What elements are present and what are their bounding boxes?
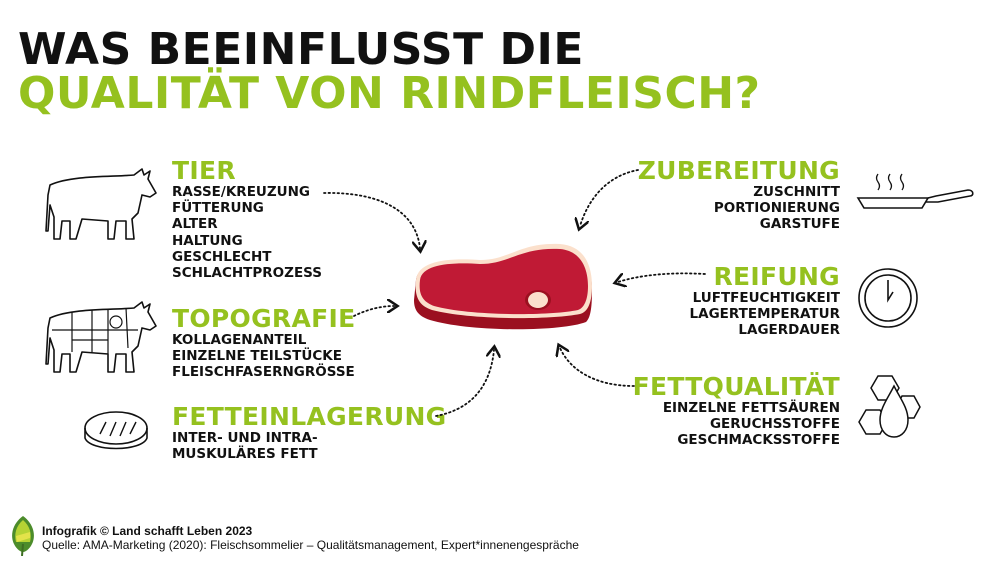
factor-item: LAGERTEMPERATUR bbox=[689, 306, 840, 323]
factor-item: KOLLAGENANTEIL bbox=[172, 332, 307, 348]
factor-item: LAGERDAUER bbox=[738, 322, 840, 339]
factor-item: PORTIONIERUNG bbox=[713, 200, 840, 217]
factor-fetteinlagerung: FETTEINLAGERUNG INTER- UND INTRA- MUSKUL… bbox=[172, 402, 447, 463]
factor-heading: REIFUNG bbox=[713, 262, 840, 291]
cow-outline-icon bbox=[45, 168, 157, 240]
leaf-logo-icon bbox=[12, 516, 34, 556]
factor-item: GARSTUFE bbox=[759, 216, 840, 233]
factor-heading: FETTQUALITÄT bbox=[632, 372, 840, 401]
footer-credit: Infografik © Land schafft Leben 2023 bbox=[42, 524, 253, 538]
factor-item: GESCHMACKSSTOFFE bbox=[677, 432, 840, 449]
factor-item: HALTUNG bbox=[172, 232, 243, 249]
factor-item: SCHLACHTPROZESS bbox=[172, 265, 323, 282]
factor-heading: TIER bbox=[172, 156, 236, 185]
factor-heading: FETTEINLAGERUNG bbox=[172, 402, 447, 431]
frying-pan-icon bbox=[856, 173, 974, 209]
footer: Infografik © Land schafft Leben 2023 Que… bbox=[42, 524, 579, 552]
footer-source: Quelle: AMA-Marketing (2020): Fleischsom… bbox=[42, 538, 579, 552]
title-line-2: QUALITÄT VON RINDFLEISCH? bbox=[18, 68, 761, 119]
factor-item: ZUSCHNITT bbox=[753, 184, 840, 200]
steak-outline-icon bbox=[84, 411, 148, 450]
factor-fettqualitaet: FETTQUALITÄT EINZELNE FETTSÄUREN GERUCHS… bbox=[633, 374, 840, 449]
cow-cuts-diagram-icon bbox=[45, 301, 157, 373]
factor-item: GERUCHSSTOFFE bbox=[709, 416, 840, 433]
factor-item: LUFTFEUCHTIGKEIT bbox=[692, 290, 840, 306]
steak-icon bbox=[414, 243, 592, 330]
factor-reifung: REIFUNG LUFTFEUCHTIGKEIT LAGERTEMPERATUR… bbox=[690, 264, 840, 339]
factor-item: RASSE/KREUZUNG bbox=[172, 184, 311, 200]
factor-item: FÜTTERUNG bbox=[172, 200, 264, 217]
factor-zubereitung: ZUBEREITUNG ZUSCHNITT PORTIONIERUNG GARS… bbox=[638, 158, 840, 233]
factor-heading: TOPOGRAFIE bbox=[172, 304, 356, 333]
title-line-1: WAS BEEINFLUSST DIE bbox=[18, 24, 584, 75]
factor-item: INTER- UND INTRA- bbox=[172, 430, 318, 446]
factor-tier: TIER RASSE/KREUZUNG FÜTTERUNG ALTER HALT… bbox=[172, 156, 323, 282]
factor-item: GESCHLECHT bbox=[172, 248, 272, 265]
factor-item: FLEISCHFASERNGRÖSSE bbox=[172, 364, 355, 381]
factor-item: EINZELNE TEILSTÜCKE bbox=[172, 348, 342, 365]
factor-item: ALTER bbox=[172, 216, 218, 233]
factor-item: EINZELNE FETTSÄUREN bbox=[662, 400, 840, 416]
clock-icon bbox=[858, 268, 918, 328]
factor-heading: ZUBEREITUNG bbox=[637, 156, 840, 185]
factor-topografie: TOPOGRAFIE KOLLAGENANTEIL EINZELNE TEILS… bbox=[172, 306, 355, 381]
fat-molecule-drop-icon bbox=[858, 375, 921, 438]
factor-item: MUSKULÄRES FETT bbox=[172, 446, 318, 463]
